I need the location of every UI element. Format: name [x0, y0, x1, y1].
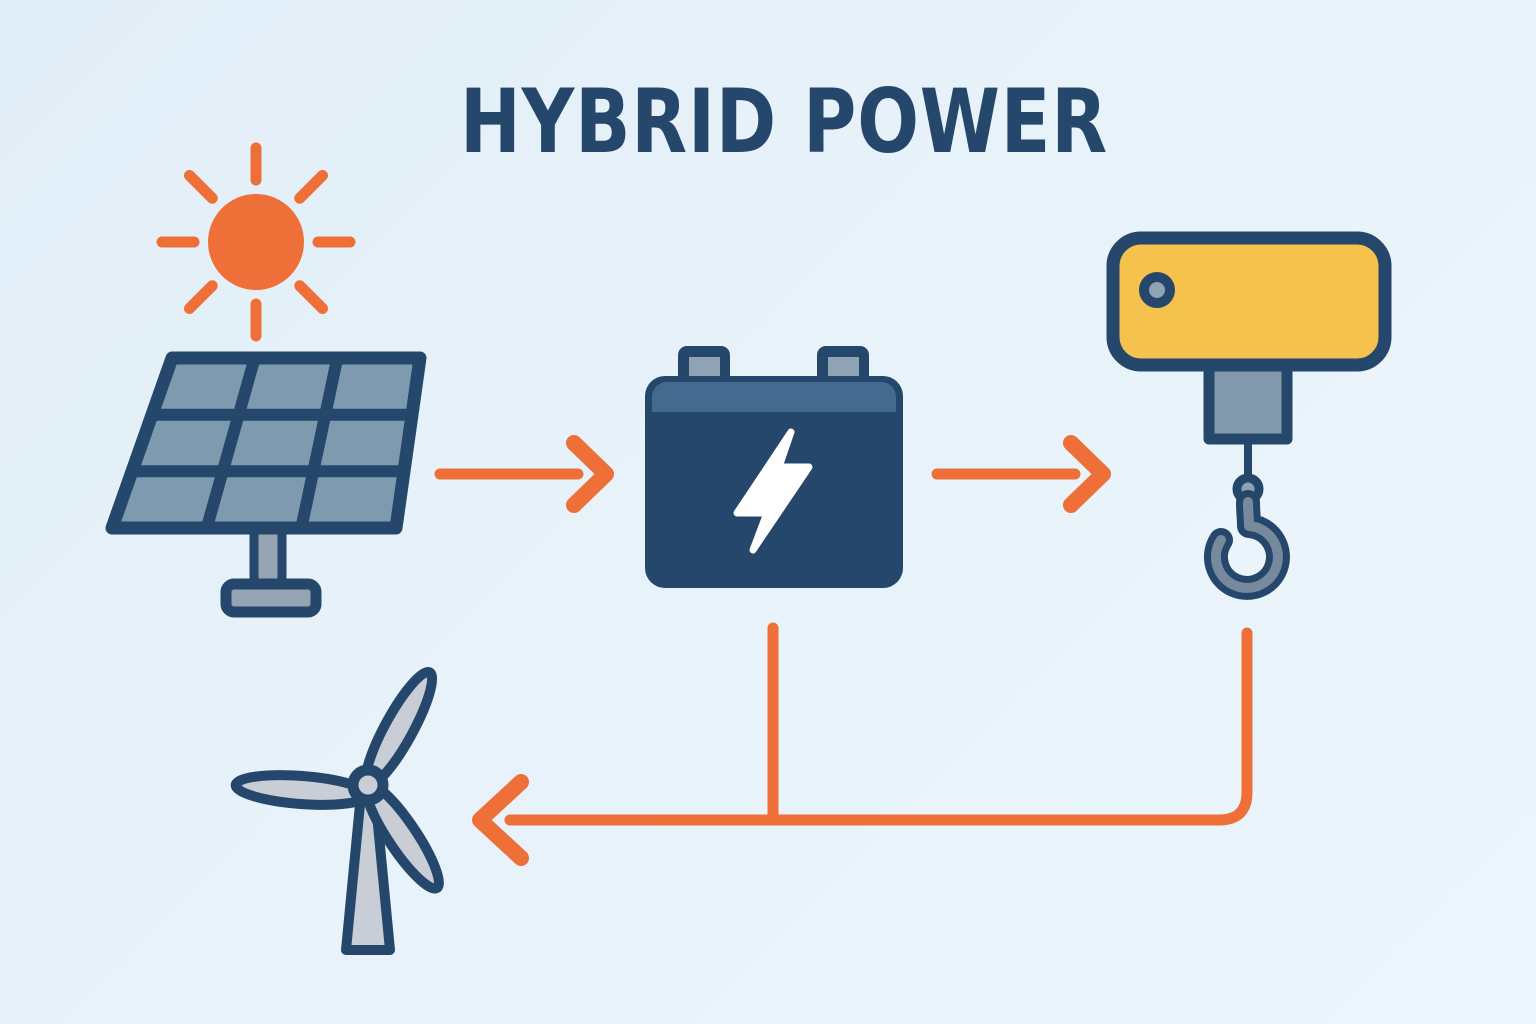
flow-elbow-to-turbine — [472, 622, 1253, 866]
flow-arrow-battery-to-hoist — [931, 435, 1111, 513]
arrow-right-head — [566, 435, 614, 513]
sun-rays — [156, 142, 356, 342]
hoist-block — [1203, 359, 1293, 445]
turbine-hub — [347, 764, 389, 806]
page-title: HYBRID POWER — [460, 70, 1108, 173]
arrow-right-head — [1063, 435, 1111, 513]
solar-panel-face — [105, 351, 427, 535]
hoist-hook-icon — [1106, 231, 1392, 600]
solar-panel-grid — [126, 352, 418, 534]
solar-panel-base — [220, 578, 322, 618]
hoist-pin — [1139, 272, 1175, 308]
battery-icon — [645, 346, 903, 588]
sun-icon — [156, 142, 356, 342]
hoist-drop-line — [504, 627, 1253, 826]
flow-arrow-solar-to-battery — [434, 435, 614, 513]
wind-turbine-icon — [230, 666, 444, 955]
lightning-bolt-icon — [733, 428, 813, 554]
hook-curve — [1203, 490, 1290, 600]
solar-panel-icon — [105, 351, 427, 618]
battery-top-strip — [652, 382, 896, 412]
hoist-body — [1106, 231, 1392, 372]
arrow-left-head — [472, 774, 529, 866]
